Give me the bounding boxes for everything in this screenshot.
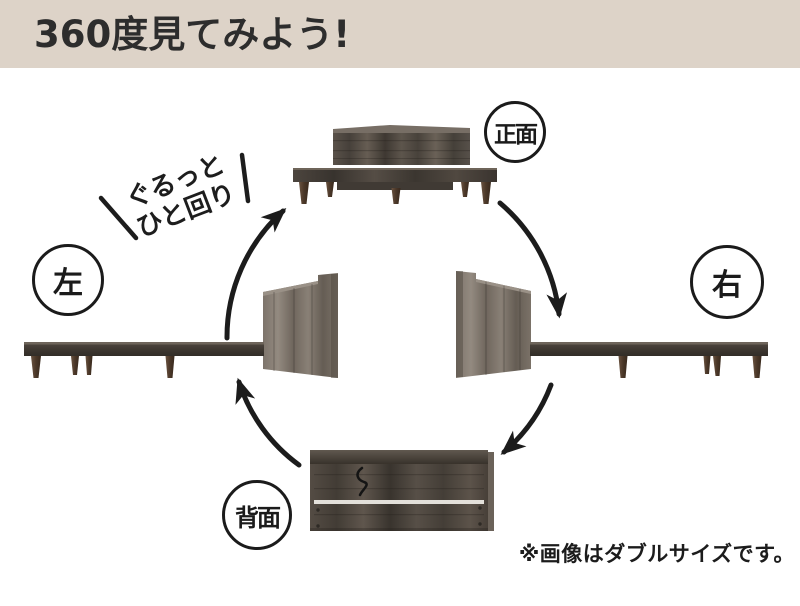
view-label-right: 右 [690, 245, 764, 319]
rotation-note: ぐるっと ひと回り [95, 139, 267, 254]
header-bar: 360度見てみよう! [0, 0, 800, 68]
view-label-left-text: 左 [53, 266, 83, 301]
arrow-back-to-left [235, 377, 302, 468]
size-footnote: ※画像はダブルサイズです。 [518, 542, 795, 566]
bed-front-view-image [293, 125, 497, 204]
view-label-back: 背面 [222, 480, 292, 550]
view-label-front-text: 正面 [494, 122, 538, 148]
view-label-right-text: 右 [712, 268, 742, 303]
bed-back-view-image [310, 450, 494, 531]
view-label-front: 正面 [484, 101, 546, 163]
page-title: 360度見てみよう! [34, 12, 351, 56]
view-label-back-text: 背面 [235, 503, 281, 532]
rotation-diagram: 正面 左 右 背面 ぐるっと ひと回り ※画像はダブルサイズです。 [0, 68, 800, 606]
view-label-left: 左 [32, 244, 104, 316]
arrow-right-to-back [500, 382, 554, 455]
